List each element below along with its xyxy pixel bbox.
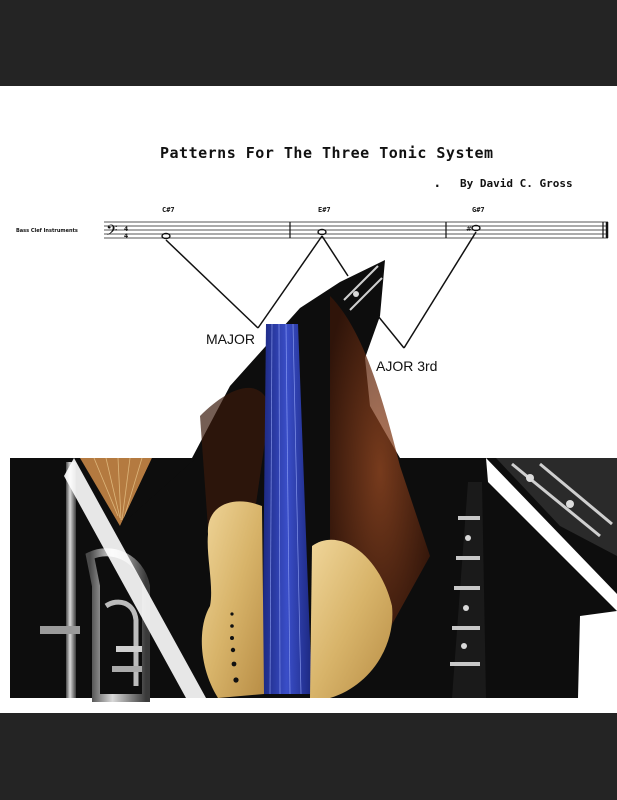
svg-text:#: #	[466, 225, 472, 233]
bass-clef-icon: 𝄢	[106, 222, 118, 243]
instrument-collage	[10, 260, 617, 702]
annotation-major: MAJOR	[204, 331, 257, 347]
whole-note-2	[317, 228, 327, 236]
cover-artwork: 𝄢 4 4 #	[10, 221, 617, 702]
bottom-dark-band	[0, 713, 617, 800]
svg-text:4: 4	[124, 226, 128, 233]
staff-label: Bass Clef Instruments	[16, 228, 78, 234]
cover-title: Patterns For The Three Tonic System	[160, 144, 494, 162]
annotation-major-3rd: AJOR 3rd	[376, 358, 438, 374]
author-dot: .	[435, 176, 440, 190]
chord-label-1: C#7	[162, 206, 175, 214]
chord-label-3: G#7	[472, 206, 485, 214]
music-staff: 𝄢 4 4 #	[104, 221, 609, 243]
interval-lines	[165, 231, 477, 349]
top-dark-band	[0, 0, 617, 86]
svg-text:4: 4	[124, 233, 128, 240]
book-cover: 𝄢 4 4 #	[0, 86, 617, 713]
whole-note-1	[161, 232, 171, 240]
cover-author: By David C. Gross	[460, 177, 573, 190]
chord-label-2: E#7	[318, 206, 331, 214]
whole-note-3	[471, 224, 481, 232]
